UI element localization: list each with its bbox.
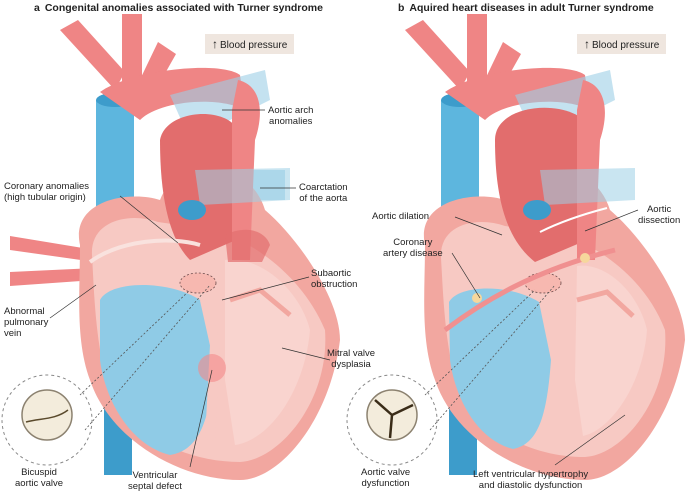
leader-lines-a [49, 109, 331, 468]
arch-branch-1-a [60, 20, 125, 90]
label-aortic-dilation: Aortic dilation [372, 211, 429, 222]
label-line: Mitral valve [327, 348, 376, 359]
leader-lines-b [451, 209, 639, 466]
label-line: Aortic valve [361, 467, 411, 478]
label-line: Ventricular [132, 470, 178, 481]
blood-pressure-badge-a: ↑Blood pressure [205, 34, 295, 54]
badge-b-text: Blood pressure [592, 40, 660, 51]
left-ventricle-a [225, 259, 310, 445]
label-abnormal-pulmonary-vein: Abnormal pulmonary vein [4, 306, 48, 339]
pulmonary-vein-upper-a [10, 236, 95, 262]
label-line: (high tubular origin) [4, 192, 86, 203]
vsd-blush-a [198, 354, 226, 382]
dissection-flap-b [539, 207, 608, 233]
label-line: Coronary [393, 237, 433, 248]
label-line: of the aorta [299, 193, 348, 204]
up-arrow-icon: ↑ [584, 37, 590, 51]
label-coronary-anomalies: Coronary anomalies (high tubular origin) [4, 181, 89, 203]
label-line: and diastolic dysfunction [478, 480, 583, 491]
label-line: Aortic [646, 204, 672, 215]
label-aortic-arch-anomalies: Aortic arch anomalies [268, 105, 313, 127]
coronary-ostium-a [178, 200, 206, 220]
heart-a [1, 14, 341, 481]
heart-b [346, 14, 685, 481]
blood-pressure-badge-b: ↑Blood pressure [577, 34, 667, 54]
label-aortic-valve-dysfunction: Aortic valve dysfunction [361, 467, 410, 489]
label-line: obstruction [311, 279, 358, 290]
up-arrow-icon: ↑ [212, 37, 218, 51]
label-line: vein [4, 328, 22, 339]
label-coarctation: Coarctation of the aorta [299, 182, 348, 204]
panel-a-letter: a [34, 2, 40, 14]
label-line: Abnormal [4, 306, 45, 317]
aortic-valve-a [179, 272, 217, 294]
arch-branch-2-a [122, 14, 142, 95]
label-line: pulmonary [4, 317, 49, 328]
aortic-arch-a [100, 67, 245, 120]
label-line: Coronary anomalies [4, 181, 90, 192]
label-lv-hypertrophy: Left ventricular hypertrophy and diastol… [473, 469, 588, 491]
label-line: Coarctation [299, 182, 348, 193]
plaque-2-b [580, 253, 590, 263]
label-line: dissection [638, 215, 681, 226]
label-aortic-dissection: Aortic dissection [638, 204, 680, 226]
panel-a-title-text: Congenital anomalies associated with Tur… [44, 2, 323, 14]
plaque-1-b [472, 293, 482, 303]
label-line: artery disease [383, 248, 443, 259]
pulmonary-vein-lower-a [10, 268, 95, 286]
panel-b-letter: b [398, 2, 405, 14]
badge-a-text: Blood pressure [220, 40, 288, 51]
label-line: Bicuspid [21, 467, 57, 478]
label-line: dysplasia [331, 359, 371, 370]
label-line: dysfunction [361, 478, 410, 489]
panel-a-title: a Congenital anomalies associated with Tu… [34, 2, 323, 14]
label-line: Aortic dilation [372, 211, 430, 222]
label-line: aortic valve [15, 478, 64, 489]
label-line: septal defect [128, 481, 182, 492]
label-coronary-artery-disease: Coronary artery disease [383, 237, 443, 259]
panel-b-title-text: Aquired heart diseases in adult Turner s… [409, 2, 654, 14]
label-line: Left ventricular hypertrophy [473, 469, 589, 480]
label-mitral-valve-dysplasia: Mitral valve dysplasia [327, 348, 375, 370]
label-line: anomalies [269, 116, 313, 127]
right-ventricle-a [100, 285, 215, 455]
label-line: Aortic arch [268, 105, 314, 116]
label-ventricular-septal-defect: Ventricular septal defect [128, 470, 182, 492]
label-bicuspid-aortic-valve: Bicuspid aortic valve [15, 467, 63, 489]
panel-b-title: b Aquired heart diseases in adult Turner … [398, 2, 654, 14]
label-subaortic-obstruction: Subaortic obstruction [311, 268, 357, 290]
label-line: Subaortic [311, 268, 352, 279]
